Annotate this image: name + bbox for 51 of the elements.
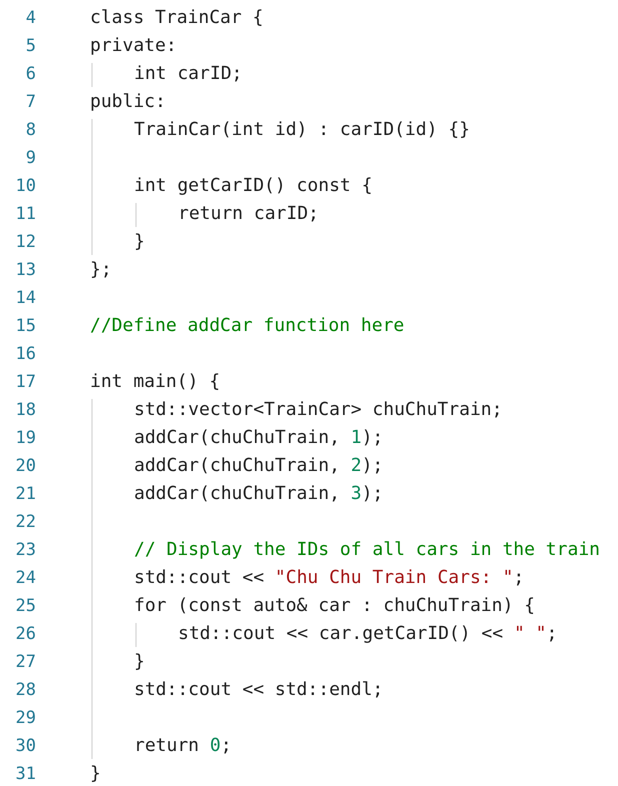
line-number: 26 <box>14 623 36 645</box>
code-line: } <box>134 651 145 673</box>
code-line: int main() { <box>90 371 220 393</box>
line-number: 19 <box>14 427 36 449</box>
code-line: } <box>90 763 101 785</box>
line-number: 5 <box>24 35 36 57</box>
code-line: }; <box>90 259 112 281</box>
line-number: 21 <box>14 483 36 505</box>
line-number: 6 <box>24 63 36 85</box>
code-line: public: <box>90 91 166 113</box>
line-number: 24 <box>14 567 36 589</box>
code-line: std::vector<TrainCar> chuChuTrain; <box>134 399 502 421</box>
line-number: 30 <box>14 735 36 757</box>
code-line: return 0; <box>134 735 232 757</box>
line-number: 20 <box>14 455 36 477</box>
line-number: 17 <box>14 371 36 393</box>
line-number: 31 <box>14 763 36 785</box>
code-line: int carID; <box>134 63 242 85</box>
code-line: addCar(chuChuTrain, 1); <box>134 427 384 449</box>
line-number: 11 <box>14 203 36 225</box>
code-line: return carID; <box>178 203 319 225</box>
code-line: std::cout << std::endl; <box>134 679 384 701</box>
code-line: std::cout << "Chu Chu Train Cars: "; <box>134 567 524 589</box>
line-number: 12 <box>14 231 36 253</box>
code-comment: //Define addCar function here <box>90 315 404 337</box>
code-line: TrainCar(int id) : carID(id) {} <box>134 119 470 141</box>
code-line: std::cout << car.getCarID() << " "; <box>178 623 558 645</box>
code-line: addCar(chuChuTrain, 3); <box>134 483 384 505</box>
line-number: 8 <box>24 119 36 141</box>
code-line: private: <box>90 35 177 57</box>
code-comment: // Display the IDs of all cars in the train <box>134 539 600 561</box>
line-number: 4 <box>24 7 36 29</box>
line-number: 10 <box>14 175 36 197</box>
line-number: 13 <box>14 259 36 281</box>
line-number: 23 <box>14 539 36 561</box>
code-line: int getCarID() const { <box>134 175 372 197</box>
line-number: 18 <box>14 399 36 421</box>
line-number: 27 <box>14 651 36 673</box>
line-number: 14 <box>14 287 36 309</box>
line-number: 7 <box>24 91 36 113</box>
line-number: 22 <box>14 511 36 533</box>
line-number: 16 <box>14 343 36 365</box>
line-number: 9 <box>24 147 36 169</box>
code-line: class TrainCar { <box>90 7 264 29</box>
code-line: } <box>134 231 145 253</box>
code-line: for (const auto& car : chuChuTrain) { <box>134 595 535 617</box>
line-number: 28 <box>14 679 36 701</box>
line-number: 29 <box>14 707 36 729</box>
line-number: 15 <box>14 315 36 337</box>
code-line: addCar(chuChuTrain, 2); <box>134 455 384 477</box>
line-number: 25 <box>14 595 36 617</box>
